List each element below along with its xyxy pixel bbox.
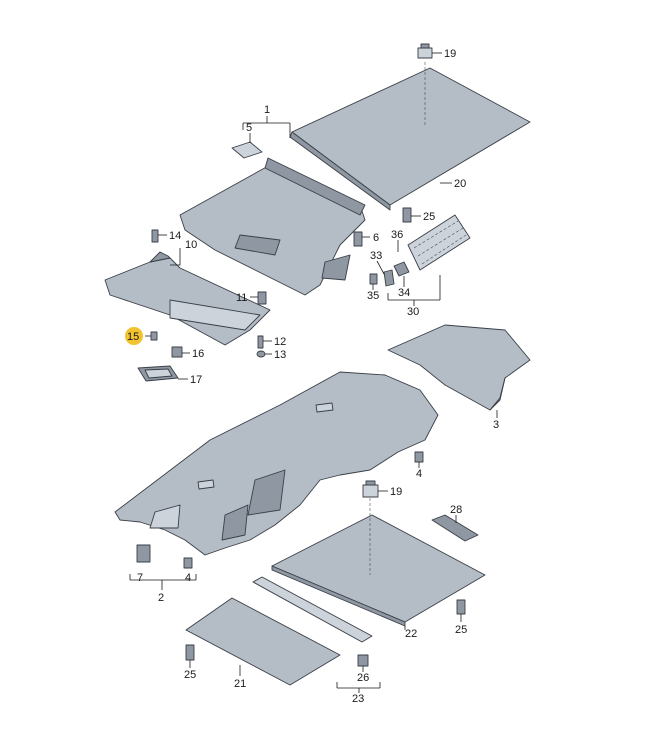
callout-26: 26 bbox=[357, 672, 369, 684]
part-21-floor-panel bbox=[185, 597, 341, 686]
callout-25-left: 25 bbox=[184, 669, 196, 681]
fastener-14 bbox=[151, 229, 159, 243]
fastener-4-upper bbox=[414, 451, 424, 463]
part-1-rear-headliner bbox=[179, 157, 366, 296]
callout-4-upper: 4 bbox=[416, 468, 422, 480]
part-17-lamp bbox=[137, 365, 179, 382]
part-22-floor-panel bbox=[271, 498, 486, 627]
fastener-26 bbox=[357, 654, 369, 667]
part-28-handle bbox=[431, 514, 479, 542]
fastener-13 bbox=[256, 350, 266, 358]
fastener-35 bbox=[369, 273, 378, 285]
callout-1: 1 bbox=[264, 104, 270, 116]
fastener-34 bbox=[393, 261, 410, 277]
callout-16: 16 bbox=[192, 348, 204, 360]
callout-15: 15 bbox=[127, 331, 139, 343]
callout-17: 17 bbox=[190, 374, 202, 386]
part-19-clip-top bbox=[417, 43, 433, 59]
callout-21: 21 bbox=[234, 678, 246, 690]
fastener-11 bbox=[257, 291, 267, 305]
callout-11: 11 bbox=[236, 292, 247, 304]
fastener-25-right bbox=[456, 599, 466, 615]
part-36-net bbox=[407, 214, 471, 271]
fastener-6 bbox=[353, 231, 363, 247]
callout-4-lower: 4 bbox=[185, 572, 191, 584]
part-23-strip bbox=[252, 576, 373, 643]
callout-10: 10 bbox=[185, 239, 197, 251]
callout-labels: 1 2 3 4 4 5 6 7 10 11 12 13 14 15 16 17 … bbox=[125, 48, 499, 705]
callout-25-top: 25 bbox=[423, 211, 435, 223]
fastener-7 bbox=[136, 544, 151, 563]
callout-5: 5 bbox=[246, 122, 252, 134]
leader-lines bbox=[129, 52, 498, 693]
part-2-main-headliner bbox=[114, 371, 439, 556]
callout-22: 22 bbox=[405, 628, 417, 640]
part-10-rear-trim bbox=[104, 251, 271, 346]
callout-2: 2 bbox=[158, 592, 164, 604]
fastener-25-top bbox=[402, 207, 412, 223]
fastener-25-left bbox=[185, 644, 195, 661]
callout-19-bottom: 19 bbox=[390, 486, 402, 498]
callout-20: 20 bbox=[454, 178, 466, 190]
callout-33: 33 bbox=[370, 250, 382, 262]
fastener-15 bbox=[150, 331, 158, 341]
callout-3: 3 bbox=[493, 419, 499, 431]
part-19-clip-bottom bbox=[362, 480, 379, 498]
fastener-16 bbox=[171, 346, 183, 358]
callout-12: 12 bbox=[274, 336, 286, 348]
part-3-headliner-section bbox=[387, 324, 531, 411]
callout-6: 6 bbox=[373, 232, 379, 244]
callout-23: 23 bbox=[352, 693, 364, 705]
fastener-12 bbox=[257, 335, 264, 349]
callout-34: 34 bbox=[398, 287, 410, 299]
fastener-4-lower bbox=[183, 557, 193, 569]
callout-13: 13 bbox=[274, 349, 286, 361]
callout-15-highlight: 15 bbox=[125, 327, 143, 345]
callout-36: 36 bbox=[391, 229, 403, 241]
callout-19-top: 19 bbox=[444, 48, 456, 60]
callout-7: 7 bbox=[137, 572, 143, 584]
part-20-floor-panel bbox=[289, 62, 531, 211]
fastener-33 bbox=[383, 269, 395, 287]
callout-30: 30 bbox=[407, 306, 419, 318]
callout-35: 35 bbox=[367, 290, 379, 302]
part-5-bracket bbox=[231, 141, 263, 159]
callout-28: 28 bbox=[450, 504, 462, 516]
callout-25-right: 25 bbox=[455, 624, 467, 636]
callout-14: 14 bbox=[169, 230, 181, 242]
